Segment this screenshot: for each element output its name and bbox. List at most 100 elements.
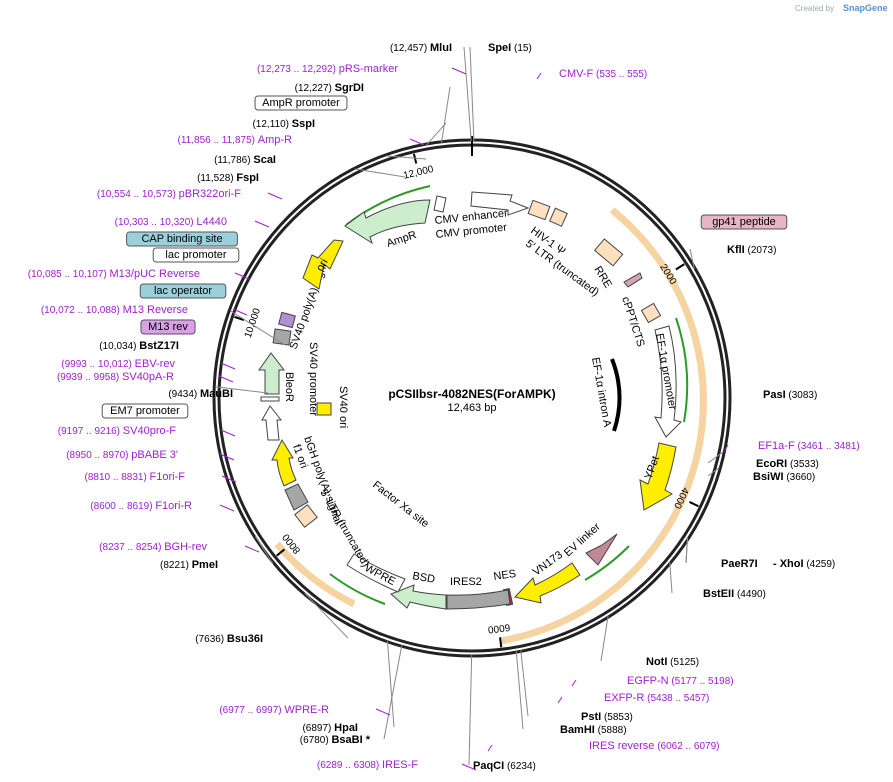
primer-label[interactable]: (10,085 .. 10,107) M13/pUC Reverse bbox=[28, 268, 200, 280]
restriction-site-label[interactable]: NotI (5125) bbox=[646, 656, 699, 668]
ev-linker-feature[interactable] bbox=[585, 533, 618, 566]
primer-leader-line bbox=[232, 308, 248, 316]
restriction-site-label[interactable]: PaqCI (6234) bbox=[473, 760, 536, 772]
primer-label[interactable]: (10,072 .. 10,088) M13 Reverse bbox=[41, 304, 188, 316]
restriction-site-label[interactable]: SpeI (15) bbox=[488, 42, 532, 54]
restriction-site-label[interactable]: (12,457) MluI bbox=[390, 42, 452, 54]
restriction-site-label[interactable]: (11,786) ScaI bbox=[214, 154, 276, 166]
primer-leader-line bbox=[244, 545, 260, 553]
restriction-site-label[interactable]: (8221) PmeI bbox=[160, 559, 218, 571]
restriction-site-label[interactable]: (12,227) SgrDI bbox=[295, 82, 364, 94]
primer-label[interactable]: (11,856 .. 11,875) Amp-R bbox=[178, 134, 293, 146]
restriction-site-label[interactable]: (11,528) FspI bbox=[197, 172, 259, 184]
restriction-site-label[interactable]: PstI (5853) bbox=[581, 711, 633, 723]
restriction-site-label[interactable]: BsiWI (3660) bbox=[753, 471, 815, 483]
restriction-site-label[interactable]: BamHI (5888) bbox=[560, 724, 627, 736]
site-leader-line bbox=[383, 645, 403, 740]
nes-label: NES bbox=[493, 568, 517, 583]
sv40-ori-feature[interactable] bbox=[316, 402, 332, 416]
primer-label[interactable]: (6977 .. 6997) WPRE-R bbox=[219, 704, 329, 716]
primer-label[interactable]: (10,554 .. 10,573) pBR322ori-F bbox=[97, 188, 241, 200]
boxed-feature-label[interactable]: CAP binding site bbox=[141, 233, 222, 245]
feature-box bbox=[139, 283, 227, 299]
restriction-site-label[interactable]: PaeR7I bbox=[721, 558, 758, 570]
primer-label[interactable]: (10,303 .. 10,320) L4440 bbox=[115, 216, 227, 228]
ltr5-top-feature[interactable] bbox=[527, 199, 551, 221]
feature-box bbox=[101, 403, 189, 419]
primer-label[interactable]: EXFP-R (5438 .. 5457) bbox=[604, 692, 709, 704]
sv40-polya-feature[interactable] bbox=[272, 328, 292, 346]
bsd-label: BSD bbox=[411, 570, 435, 586]
ltr5-bottom-feature[interactable] bbox=[294, 504, 318, 528]
primer-leader-line bbox=[254, 220, 270, 228]
feature-box bbox=[254, 95, 348, 111]
restriction-site-label[interactable]: EcoRI (3533) bbox=[756, 458, 819, 470]
bsd-feature[interactable] bbox=[390, 584, 447, 610]
primer-label[interactable]: (9197 .. 9216) SV40pro-F bbox=[58, 425, 177, 437]
bgh-feature[interactable] bbox=[271, 438, 297, 487]
restriction-site-label[interactable]: (9434) MauBI bbox=[168, 388, 233, 400]
cppt-label: cPPT/CTS bbox=[619, 295, 646, 348]
ampr-feature[interactable] bbox=[344, 199, 431, 245]
primer-label[interactable]: EGFP-N (5177 .. 5198) bbox=[627, 675, 734, 687]
site-leader-line bbox=[600, 615, 609, 662]
restriction-site-label[interactable]: (10,034) BstZ17I bbox=[99, 340, 179, 352]
restriction-site-label[interactable]: BstEII (4490) bbox=[703, 588, 766, 600]
boxed-feature-label[interactable]: AmpR promoter bbox=[262, 97, 340, 109]
feature-box bbox=[126, 231, 238, 247]
restriction-site-label[interactable]: - XhoI (4259) bbox=[773, 558, 835, 570]
ori-feature[interactable] bbox=[302, 239, 344, 290]
tick-mark bbox=[412, 153, 418, 164]
restriction-site-label[interactable]: (6897) HpaI bbox=[302, 722, 358, 734]
ires2-feature[interactable] bbox=[446, 589, 511, 610]
primer-label[interactable]: (9939 .. 9958) SV40pA-R bbox=[57, 371, 174, 383]
boxed-feature-label[interactable]: lac promoter bbox=[165, 249, 226, 261]
primer-label[interactable]: CMV-F (535 .. 555) bbox=[559, 68, 647, 80]
restriction-site-label[interactable]: (6780) BsaBI * bbox=[300, 734, 371, 746]
ef1a-promoter-feature[interactable] bbox=[654, 325, 682, 438]
restriction-site-label[interactable]: KflI (2073) bbox=[727, 244, 776, 256]
sv40-promoter-feature[interactable] bbox=[261, 405, 283, 441]
primer-label[interactable]: (8600 .. 8619) F1ori-R bbox=[90, 500, 192, 512]
tick-label: 4000 bbox=[671, 485, 691, 510]
wpre-feature[interactable] bbox=[346, 553, 406, 593]
cmv-enhancer-feature[interactable] bbox=[433, 195, 447, 213]
feature-box bbox=[140, 319, 196, 335]
hiv-psi-feature[interactable] bbox=[549, 207, 568, 227]
f1-ori-feature[interactable] bbox=[284, 483, 309, 511]
factor-xa-label: Factor Xa site bbox=[370, 479, 431, 530]
primer-label[interactable]: (9993 .. 10,012) EBV-rev bbox=[61, 358, 175, 370]
primer-label[interactable]: (8810 .. 8831) F1ori-F bbox=[85, 471, 186, 483]
lac-operator-feature[interactable] bbox=[278, 311, 296, 329]
primer-label[interactable]: (6289 .. 6308) IRES-F bbox=[317, 759, 418, 771]
primer-label[interactable]: IRES reverse (6062 .. 6079) bbox=[589, 740, 719, 752]
primer-label[interactable]: (12,273 .. 12,292) pRS-marker bbox=[257, 63, 398, 75]
boxed-feature-label[interactable]: lac operator bbox=[154, 285, 212, 297]
boxed-feature-label[interactable]: M13 rev bbox=[148, 321, 188, 333]
primer-label[interactable]: (8237 .. 8254) BGH-rev bbox=[99, 541, 207, 553]
cppt-feature[interactable] bbox=[640, 302, 662, 324]
rre-feature[interactable] bbox=[593, 238, 624, 267]
tick-label: 6000 bbox=[487, 621, 511, 635]
primer-label[interactable]: (8950 .. 8970) pBABE 3' bbox=[66, 449, 178, 461]
bleor-feature[interactable] bbox=[258, 352, 286, 395]
cmv-promoter-feature[interactable] bbox=[470, 191, 530, 216]
restriction-site-label[interactable]: PasI (3083) bbox=[763, 389, 817, 401]
credit-text: Created by bbox=[795, 4, 834, 13]
ef1a-intron-feature[interactable] bbox=[610, 358, 622, 432]
tick-mark bbox=[276, 548, 286, 557]
site-leader-line bbox=[254, 535, 274, 565]
vn173-feature[interactable] bbox=[514, 562, 581, 604]
restriction-site-label[interactable]: (7636) Bsu36I bbox=[195, 633, 263, 645]
boxed-feature-label[interactable]: EM7 promoter bbox=[110, 405, 180, 417]
boxed-feature-label[interactable]: gp41 peptide bbox=[712, 216, 776, 228]
ypet-feature[interactable] bbox=[639, 442, 677, 511]
gp41-feature[interactable] bbox=[623, 272, 643, 288]
primer-label[interactable]: EF1a-F (3461 .. 3481) bbox=[758, 440, 860, 452]
restriction-site-label[interactable]: (12,110) SspI bbox=[252, 118, 315, 130]
em7-feature[interactable] bbox=[260, 396, 280, 402]
ires2-label: IRES2 bbox=[450, 576, 482, 588]
ampr-label: AmpR bbox=[385, 229, 418, 250]
orange-arc-right bbox=[499, 207, 707, 645]
